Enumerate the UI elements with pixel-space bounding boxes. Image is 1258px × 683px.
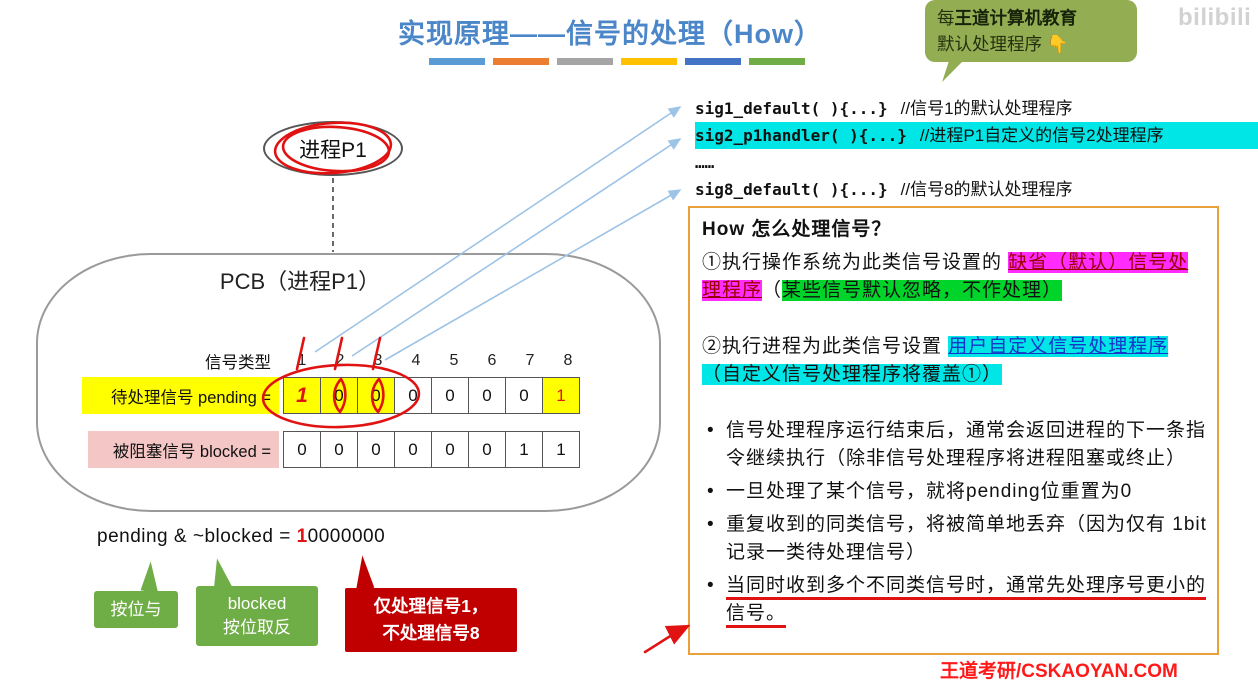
text-segment: ②执行进程为此类信号设置 bbox=[702, 336, 949, 357]
pointing-hand-icon: 👇 bbox=[1046, 34, 1069, 54]
how-point-2: ②执行进程为此类信号设置 用户自定义信号处理程序 （自定义信号处理程序将覆盖①） bbox=[702, 333, 1207, 389]
page-title: 实现原理——信号的处理（How） bbox=[398, 19, 822, 49]
callout-text: 不处理信号8 bbox=[382, 623, 480, 643]
code-comment: //进程P1自定义的信号2处理程序 bbox=[919, 126, 1164, 145]
table-cell: 0 bbox=[357, 431, 395, 468]
text-segment: ①执行操作系统为此类信号设置的 bbox=[702, 252, 1009, 273]
watermark-footer: 王道考研/CSKAOYAN.COM bbox=[940, 661, 1178, 682]
bitwise-not-callout: blocked 按位取反 bbox=[196, 586, 318, 646]
pcb-title: PCB（进程P1） bbox=[219, 269, 381, 294]
bubble-text: 每 bbox=[937, 8, 955, 28]
table-cell: 6 bbox=[487, 352, 497, 369]
title-bar bbox=[557, 58, 613, 65]
callout-text: 仅处理信号1， bbox=[373, 596, 489, 616]
text-segment: （自定义信号处理程序将覆盖①） bbox=[702, 364, 1003, 385]
table-cell: 1 bbox=[505, 431, 543, 468]
table-cell: 0 bbox=[431, 431, 469, 468]
code-line: …… bbox=[695, 149, 1258, 176]
how-box: How 怎么处理信号？ ①执行操作系统为此类信号设置的 缺省（默认）信号处理程序… bbox=[688, 206, 1219, 655]
code-text: …… bbox=[695, 153, 715, 172]
table-cell: 0 bbox=[320, 431, 358, 468]
code-line: sig2_p1handler( ){...} //进程P1自定义的信号2处理程序 bbox=[695, 122, 1258, 149]
table-cell: 4 bbox=[411, 352, 421, 369]
formula-lhs: pending & ~blocked = bbox=[97, 526, 297, 547]
formula-result-first-bit: 1 bbox=[296, 526, 308, 547]
how-bullet: 信号处理程序运行结束后，通常会返回进程的下一条指令继续执行（除非信号处理程序将进… bbox=[702, 417, 1207, 473]
title-bar bbox=[621, 58, 677, 65]
code-line: sig1_default( ){...} //信号1的默认处理程序 bbox=[695, 95, 1258, 122]
result-callout-pointer bbox=[348, 554, 375, 592]
text-segment: 某些信号默认忽略，不作处理） bbox=[782, 280, 1063, 301]
title-bar bbox=[493, 58, 549, 65]
text-segment: 一旦处理了某个信号，就将pending位重置为0 bbox=[726, 481, 1133, 502]
code-comment: //信号1的默认处理程序 bbox=[900, 99, 1073, 118]
bubble-line-2: 默认处理程序 👇 bbox=[937, 31, 1125, 57]
table-cell: 3 bbox=[373, 352, 383, 369]
process-ellipse: 进程P1 bbox=[263, 121, 403, 176]
formula: pending & ~blocked = 10000000 bbox=[97, 526, 385, 548]
bubble-line-1: 每王道计算机教育 bbox=[937, 5, 1125, 31]
how-bullet: 一旦处理了某个信号，就将pending位重置为0 bbox=[702, 478, 1207, 506]
how-bullet: 当同时收到多个不同类信号时，通常先处理序号更小的信号。 bbox=[702, 572, 1207, 628]
table-cell: 2 bbox=[335, 352, 345, 369]
table-cell: 1 bbox=[297, 352, 307, 369]
text-segment: 重复收到的同类信号，将被简单地丢弃（因为仅有 1bit 记录一类待处理信号） bbox=[726, 514, 1207, 563]
how-point-1: ①执行操作系统为此类信号设置的 缺省（默认）信号处理程序（某些信号默认忽略，不作… bbox=[702, 249, 1207, 305]
annotation-bubble: 每王道计算机教育 默认处理程序 👇 bbox=[925, 0, 1137, 62]
table-cell: 1 bbox=[283, 377, 321, 414]
title-bar bbox=[685, 58, 741, 65]
table-cell: 7 bbox=[525, 352, 535, 369]
table-cell: 0 bbox=[320, 377, 358, 414]
formula-result-rest: 0000000 bbox=[307, 526, 386, 547]
code-text: sig1_default( ){...} bbox=[695, 99, 888, 118]
not-callout-pointer bbox=[212, 557, 232, 588]
bilibili-logo: bilibili bbox=[1178, 4, 1252, 31]
table-cell: 0 bbox=[357, 377, 395, 414]
and-callout-pointer bbox=[140, 560, 164, 594]
text-segment: 当同时收到多个不同类信号时，通常先处理序号更小的信号。 bbox=[726, 575, 1207, 628]
signal-number-row: 1 2 3 4 5 6 7 8 bbox=[283, 349, 587, 373]
title-underline-bars bbox=[429, 58, 805, 65]
pen-arrow-priority-bullet bbox=[643, 624, 691, 654]
text-segment: 信号处理程序运行结束后，通常会返回进程的下一条指令继续执行（除非信号处理程序将进… bbox=[726, 420, 1207, 469]
pending-row-label: 待处理信号 pending = bbox=[82, 377, 279, 414]
callout-text: 按位与 bbox=[110, 599, 162, 619]
callout-text: 按位取反 bbox=[223, 618, 291, 637]
text-segment: 用户自定义信号处理程序 bbox=[948, 336, 1169, 357]
table-cell: 1 bbox=[542, 431, 580, 468]
title-bar bbox=[429, 58, 485, 65]
signal-type-label: 信号类型 bbox=[205, 354, 271, 372]
table-cell: 0 bbox=[505, 377, 543, 414]
table-cell: 0 bbox=[468, 377, 506, 414]
table-cell: 0 bbox=[394, 431, 432, 468]
watermark-text: 王道计算机教育 bbox=[954, 8, 1078, 28]
title-bar bbox=[749, 58, 805, 65]
table-cell: 0 bbox=[283, 431, 321, 468]
bubble-text: 默认处理程序 bbox=[937, 34, 1047, 54]
bitwise-and-callout: 按位与 bbox=[94, 591, 178, 628]
table-cell: 0 bbox=[468, 431, 506, 468]
code-comment: //信号8的默认处理程序 bbox=[900, 180, 1073, 199]
blocked-row-label: 被阻塞信号 blocked = bbox=[88, 431, 279, 468]
how-bullet: 重复收到的同类信号，将被简单地丢弃（因为仅有 1bit 记录一类待处理信号） bbox=[702, 511, 1207, 567]
table-cell: 0 bbox=[394, 377, 432, 414]
process-label: 进程P1 bbox=[299, 138, 367, 162]
table-cell: 8 bbox=[563, 352, 573, 369]
text-segment: （ bbox=[762, 280, 783, 301]
code-text: sig2_p1handler( ){...} bbox=[695, 126, 907, 145]
code-line: sig8_default( ){...} //信号8的默认处理程序 bbox=[695, 176, 1258, 203]
code-block: sig1_default( ){...} //信号1的默认处理程序 sig2_p1h… bbox=[695, 95, 1258, 203]
how-box-title: How 怎么处理信号？ bbox=[702, 219, 892, 240]
callout-text: blocked bbox=[227, 594, 287, 613]
result-callout: 仅处理信号1， 不处理信号8 bbox=[345, 588, 517, 652]
table-cell: 0 bbox=[431, 377, 469, 414]
how-bullet-list: 信号处理程序运行结束后，通常会返回进程的下一条指令继续执行（除非信号处理程序将进… bbox=[702, 417, 1207, 628]
table-cell: 5 bbox=[449, 352, 459, 369]
code-text: sig8_default( ){...} bbox=[695, 180, 888, 199]
table-cell: 1 bbox=[542, 377, 580, 414]
